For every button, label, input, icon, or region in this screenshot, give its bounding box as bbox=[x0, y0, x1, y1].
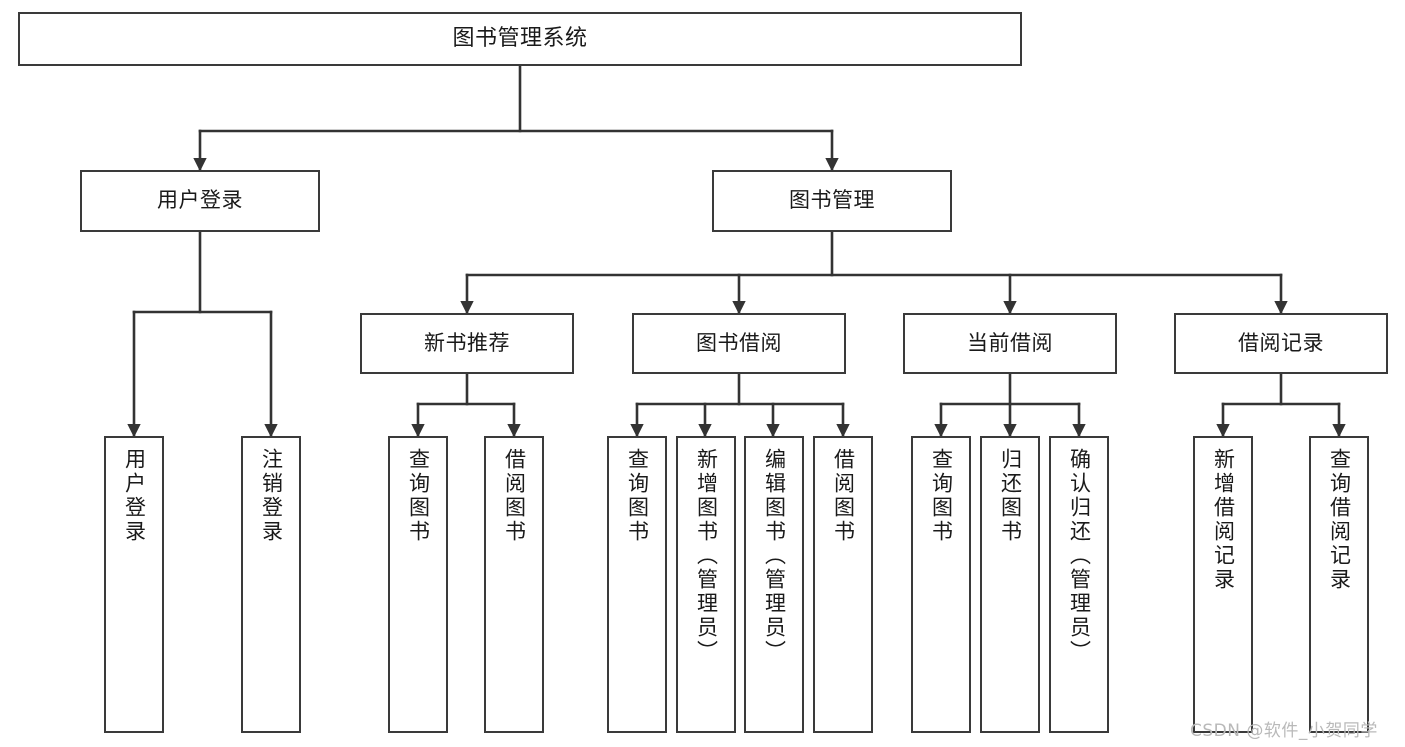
leaf-label: 编辑图书（管理员） bbox=[762, 448, 787, 664]
leaf-label: 新增借阅记录 bbox=[1211, 448, 1236, 592]
node-book-borrow[interactable]: 图书借阅 bbox=[632, 313, 846, 374]
node-leaf-query-borrow-record[interactable]: 查询借阅记录 bbox=[1309, 436, 1369, 733]
leaf-label: 归还图书 bbox=[998, 448, 1023, 544]
node-leaf-logout-login[interactable]: 注销登录 bbox=[241, 436, 301, 733]
node-borrow-record[interactable]: 借阅记录 bbox=[1174, 313, 1388, 374]
leaf-label: 查询借阅记录 bbox=[1327, 448, 1352, 592]
node-leaf-query-book-1[interactable]: 查询图书 bbox=[388, 436, 448, 733]
node-current-borrow[interactable]: 当前借阅 bbox=[903, 313, 1117, 374]
node-leaf-borrow-book-2[interactable]: 借阅图书 bbox=[813, 436, 873, 733]
node-leaf-query-book-2[interactable]: 查询图书 bbox=[607, 436, 667, 733]
csdn-watermark: CSDN @软件_小贺同学 bbox=[1190, 721, 1378, 741]
leaf-label: 查询图书 bbox=[929, 448, 954, 544]
node-leaf-confirm-return-admin[interactable]: 确认归还（管理员） bbox=[1049, 436, 1109, 733]
leaf-label: 借阅图书 bbox=[831, 448, 856, 544]
leaf-label: 用户登录 bbox=[122, 448, 147, 544]
node-user-login[interactable]: 用户登录 bbox=[80, 170, 320, 232]
leaf-label: 确认归还（管理员） bbox=[1067, 448, 1092, 664]
node-root-book-management-system[interactable]: 图书管理系统 bbox=[18, 12, 1022, 66]
leaf-label: 借阅图书 bbox=[502, 448, 527, 544]
node-leaf-add-book-admin[interactable]: 新增图书（管理员） bbox=[676, 436, 736, 733]
node-leaf-return-book[interactable]: 归还图书 bbox=[980, 436, 1040, 733]
node-leaf-query-book-3[interactable]: 查询图书 bbox=[911, 436, 971, 733]
node-new-book-recommend[interactable]: 新书推荐 bbox=[360, 313, 574, 374]
leaf-label: 查询图书 bbox=[406, 448, 431, 544]
leaf-label: 注销登录 bbox=[259, 448, 284, 544]
node-leaf-add-borrow-record[interactable]: 新增借阅记录 bbox=[1193, 436, 1253, 733]
node-book-management[interactable]: 图书管理 bbox=[712, 170, 952, 232]
node-leaf-borrow-book-1[interactable]: 借阅图书 bbox=[484, 436, 544, 733]
node-leaf-user-login[interactable]: 用户登录 bbox=[104, 436, 164, 733]
leaf-label: 新增图书（管理员） bbox=[694, 448, 719, 664]
leaf-label: 查询图书 bbox=[625, 448, 650, 544]
node-leaf-edit-book-admin[interactable]: 编辑图书（管理员） bbox=[744, 436, 804, 733]
